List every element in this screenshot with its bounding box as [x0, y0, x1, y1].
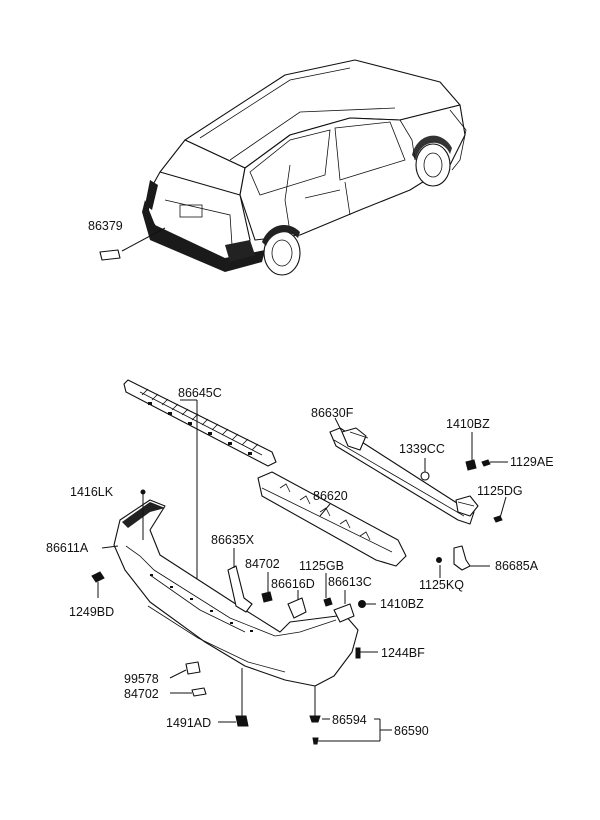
- part-86630F-beam: [329, 427, 479, 525]
- part-86620-absorber: [257, 471, 407, 567]
- part-labels: 86379 86645C 86630F 1410BZ 1339CC 1129AE…: [46, 219, 554, 738]
- fasteners-top-right: [420, 432, 508, 578]
- bumper-assembly: [91, 379, 508, 745]
- label-1125DG: 1125DG: [477, 484, 523, 498]
- label-1339CC: 1339CC: [399, 442, 445, 456]
- label-86594: 86594: [332, 713, 367, 727]
- label-86620: 86620: [313, 489, 348, 503]
- label-86630F: 86630F: [311, 406, 354, 420]
- label-1416LK: 1416LK: [70, 485, 114, 499]
- label-1249BD: 1249BD: [69, 605, 114, 619]
- label-86613C: 86613C: [328, 575, 372, 589]
- label-86635X: 86635X: [211, 533, 255, 547]
- part-86645C-step-pad: [123, 379, 277, 467]
- label-86379: 86379: [88, 219, 123, 233]
- label-84702-mid: 84702: [245, 557, 280, 571]
- label-1491AD: 1491AD: [166, 716, 211, 730]
- part-86635X-bracket: [227, 565, 253, 613]
- label-86616D: 86616D: [271, 577, 315, 591]
- label-1410BZ-top: 1410BZ: [446, 417, 490, 431]
- label-1244BF: 1244BF: [381, 646, 425, 660]
- label-86611A: 86611A: [46, 541, 89, 555]
- label-86685A: 86685A: [495, 559, 539, 573]
- label-86645C: 86645C: [178, 386, 222, 400]
- label-1125GB: 1125GB: [299, 559, 344, 573]
- label-1125KQ: 1125KQ: [419, 578, 464, 592]
- label-1129AE: 1129AE: [510, 455, 554, 469]
- label-84702-low: 84702: [124, 687, 159, 701]
- label-86590: 86590: [394, 724, 429, 738]
- label-1410BZ-mid: 1410BZ: [380, 597, 424, 611]
- vehicle-illustration: [99, 59, 467, 276]
- label-99578: 99578: [124, 672, 159, 686]
